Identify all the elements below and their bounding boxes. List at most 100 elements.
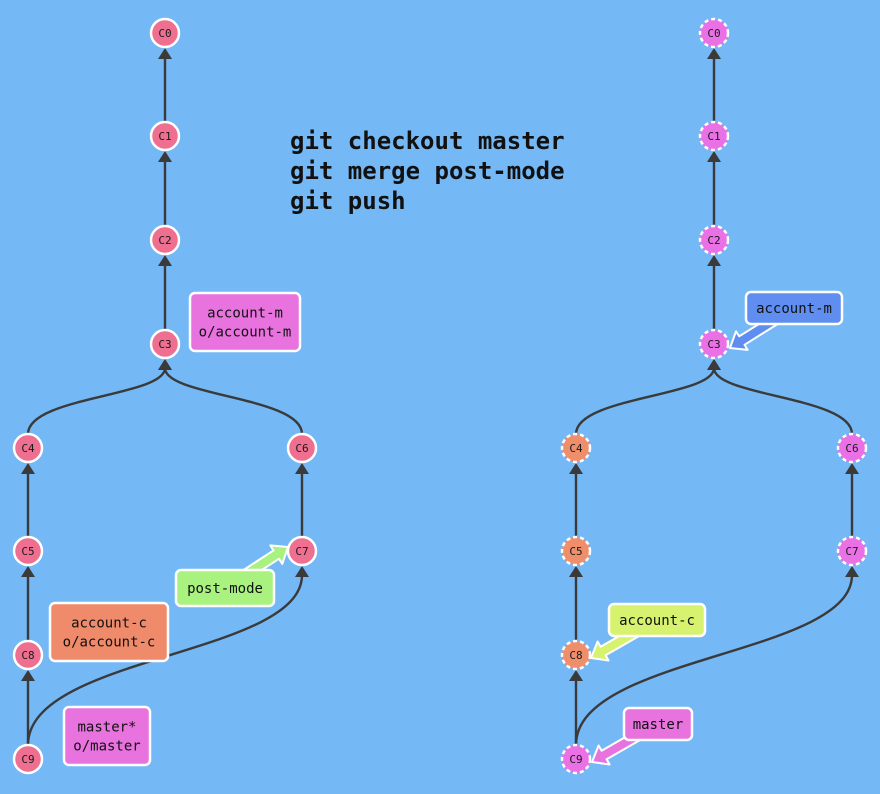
command-line: git merge post-mode — [290, 157, 565, 185]
edge-arrowhead — [295, 566, 309, 577]
commit-edge — [574, 367, 716, 435]
commit-node: C6 — [286, 432, 318, 464]
commit-node: C7 — [836, 535, 868, 567]
commit-label: C9 — [21, 753, 34, 766]
branch-name: account-c — [619, 613, 695, 629]
branch-box — [62, 705, 152, 767]
commit-circle — [836, 535, 868, 567]
commit-circle — [149, 224, 181, 256]
edge-arrowhead — [158, 151, 172, 162]
commit-label: C4 — [21, 442, 35, 455]
branch-name: master — [633, 717, 684, 733]
branch-label: post-mode — [174, 544, 289, 608]
edge-arrowhead — [707, 151, 721, 162]
edge-arrowhead — [707, 255, 721, 266]
commit-circle — [836, 432, 868, 464]
commit-circle — [698, 17, 730, 49]
commit-node: C1 — [698, 120, 730, 152]
branch-label: account-c — [590, 602, 707, 662]
branch-label: master — [591, 706, 694, 766]
commit-circle — [698, 224, 730, 256]
commit-label: C0 — [707, 27, 720, 40]
edge-arrowhead — [21, 463, 35, 474]
commit-label: C2 — [158, 234, 171, 247]
branch-name: account-m — [756, 301, 832, 317]
commit-edge — [163, 367, 304, 435]
edge-arrowhead — [845, 566, 859, 577]
branch-name: post-mode — [187, 581, 263, 597]
commit-label: C2 — [707, 234, 720, 247]
commit-circle — [698, 328, 730, 360]
commit-label: C0 — [158, 27, 171, 40]
edge-arrowhead — [158, 48, 172, 59]
commit-circle — [12, 639, 44, 671]
commit-label: C3 — [158, 338, 171, 351]
edge-arrowhead — [569, 566, 583, 577]
commit-circle — [560, 743, 592, 775]
edge-arrowhead — [845, 463, 859, 474]
commit-circle — [149, 328, 181, 360]
edge-arrowhead — [707, 359, 721, 370]
commit-node: C2 — [149, 224, 181, 256]
commit-node: C3 — [149, 328, 181, 360]
commit-circle — [12, 535, 44, 567]
commit-node: C2 — [698, 224, 730, 256]
commit-circle — [286, 535, 318, 567]
command-line: git push — [290, 187, 406, 215]
edge-arrowhead — [707, 48, 721, 59]
branch-label: account-c o/account-c — [48, 601, 170, 663]
edge-arrowhead — [569, 670, 583, 681]
commit-label: C7 — [295, 545, 308, 558]
branch-box — [48, 601, 170, 663]
branch-box — [622, 706, 694, 742]
commit-label: C8 — [569, 649, 582, 662]
branch-name: o/account-m — [199, 325, 292, 341]
branch-name: master* — [77, 720, 136, 736]
branch-name: account-m — [207, 306, 283, 322]
commit-label: C9 — [569, 753, 582, 766]
commit-edge — [574, 574, 854, 746]
edge-arrowhead — [158, 255, 172, 266]
commit-label: C5 — [21, 545, 34, 558]
edge-arrowhead — [295, 463, 309, 474]
edge-arrowhead — [569, 463, 583, 474]
commit-circle — [560, 535, 592, 567]
commit-label: C8 — [21, 649, 34, 662]
commit-circle — [560, 639, 592, 671]
edge-arrowhead — [158, 359, 172, 370]
commit-label: C3 — [707, 338, 720, 351]
branch-box — [188, 291, 302, 353]
branch-name: o/account-c — [63, 635, 156, 651]
edge-arrowhead — [21, 566, 35, 577]
branch-name: o/master — [73, 739, 140, 755]
commit-node: C8 — [12, 639, 44, 671]
commit-circle — [560, 432, 592, 464]
commit-label: C6 — [845, 442, 858, 455]
local-tree: C0C1C2C3C4C5C8C9C6C7account-mo/account-m… — [12, 17, 318, 775]
commit-node: C6 — [836, 432, 868, 464]
command-line: git checkout master — [290, 127, 565, 155]
commit-node: C7 — [286, 535, 318, 567]
branch-box — [174, 568, 276, 608]
commit-node: C4 — [12, 432, 44, 464]
commit-edge — [712, 367, 854, 435]
branch-box — [607, 602, 707, 638]
edge-arrowhead — [21, 670, 35, 681]
commit-edge — [26, 367, 167, 435]
commit-node: C0 — [698, 17, 730, 49]
branch-label: account-m — [729, 290, 844, 351]
commit-node: C9 — [12, 743, 44, 775]
commit-circle — [12, 432, 44, 464]
commit-label: C4 — [569, 442, 583, 455]
commit-label: C5 — [569, 545, 582, 558]
branch-box — [744, 290, 844, 326]
commit-node: C9 — [560, 743, 592, 775]
commit-node: C5 — [560, 535, 592, 567]
branch-name: account-c — [71, 616, 147, 632]
commit-circle — [149, 120, 181, 152]
commit-node: C3 — [698, 328, 730, 360]
commit-label: C1 — [707, 130, 720, 143]
commit-circle — [12, 743, 44, 775]
